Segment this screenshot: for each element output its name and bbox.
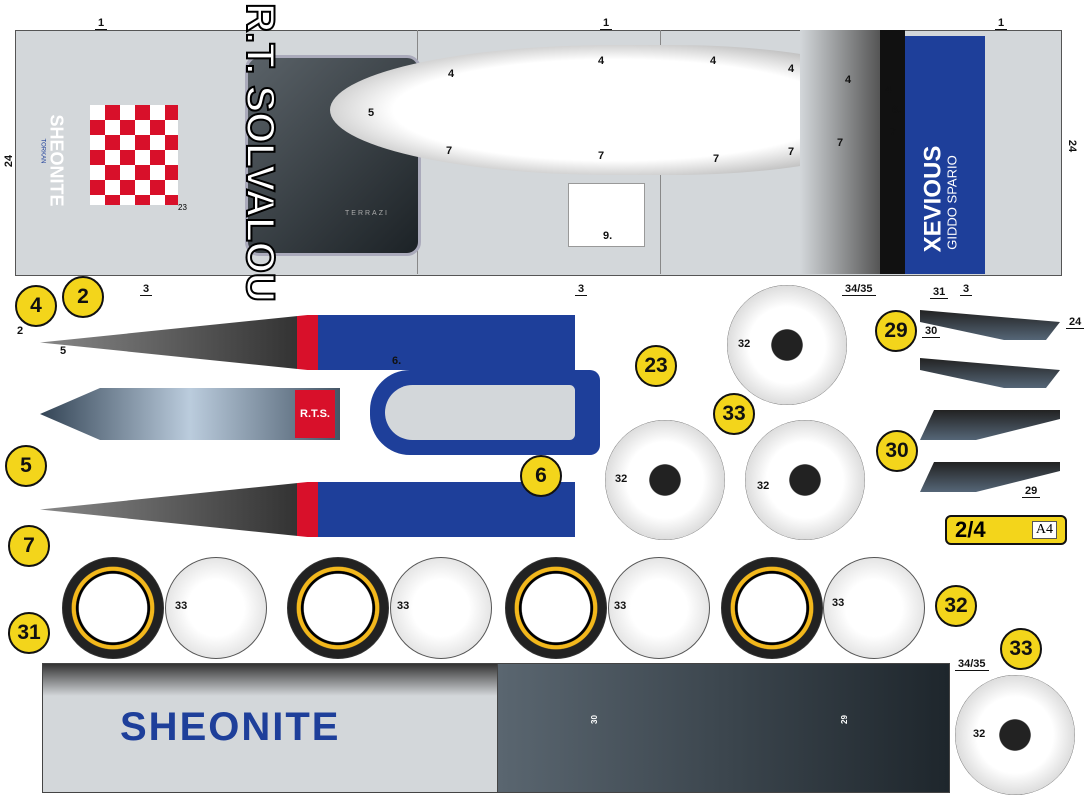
torkan-decal: TORKAN <box>39 138 46 164</box>
arm-label: 24 <box>1066 316 1085 329</box>
body-number: 7 <box>788 146 795 158</box>
tab-label: 30 <box>589 715 599 724</box>
hub-label: 32 <box>757 480 770 492</box>
body-number: 7 <box>890 126 897 138</box>
bottom-wing-panel <box>42 663 499 793</box>
body-number: 6. <box>892 104 902 116</box>
fuselage-side-upper <box>40 315 575 370</box>
arm-label: 29 <box>1022 485 1041 498</box>
nose-top-piece <box>40 388 340 440</box>
wheel <box>727 285 847 405</box>
part-badge: 30 <box>876 430 918 472</box>
part-badge: 5 <box>5 445 47 487</box>
wheel-disc <box>823 557 925 659</box>
disc-label: 33 <box>175 600 188 612</box>
decal-title: R.T. SOLVALOU <box>237 2 283 303</box>
suspension-arm <box>920 410 1060 440</box>
fuselage-label: 2 <box>17 325 24 337</box>
hub-label: 32 <box>615 473 628 485</box>
bottom-wing-dark <box>497 663 950 793</box>
part-label: 3 <box>575 283 588 296</box>
side-title: XEVIOUS <box>919 145 947 253</box>
body-number: 4 <box>845 74 852 86</box>
terrazi-decal: TERRAZI <box>345 210 389 217</box>
paper-size-icon: A4 <box>1031 521 1057 539</box>
part-badge: 33 <box>713 393 755 435</box>
part-badge: 2 <box>62 276 104 318</box>
body-number: 7 <box>837 137 844 149</box>
disc-label: 33 <box>397 600 410 612</box>
tyre <box>721 557 823 659</box>
part-label: 1 <box>95 17 108 30</box>
body-number: 9. <box>603 230 613 242</box>
fuselage-side-lower <box>40 482 575 537</box>
part-label: 24 <box>1066 139 1079 153</box>
part-label: 3 <box>140 283 153 296</box>
wheel-disc <box>608 557 710 659</box>
part-badge: 6 <box>520 455 562 497</box>
body-number: 4 <box>710 55 717 67</box>
decal-box <box>568 183 645 247</box>
part-label: 3 <box>960 283 973 296</box>
disc-label: 33 <box>614 600 627 612</box>
body-number: 4 <box>788 63 795 75</box>
tyre <box>505 557 607 659</box>
tyre <box>62 557 164 659</box>
body-number: 7 <box>598 150 605 162</box>
wheel <box>745 420 865 540</box>
disc-label: 33 <box>832 597 845 609</box>
bottom-logo: SHEONITE <box>120 705 341 749</box>
sponsor-decal: SHEONITE <box>46 114 67 207</box>
side-driver: GIDDO SPARIO <box>944 155 960 250</box>
suspension-arm <box>920 310 1060 340</box>
body-number: 4 <box>885 84 892 96</box>
small-tab-label: 23 <box>178 203 187 212</box>
part-badge: 32 <box>935 585 977 627</box>
suspension-arm <box>920 358 1060 388</box>
blue-band <box>905 36 985 274</box>
part-label: 1 <box>995 17 1008 30</box>
rts-decal: R.T.S. <box>295 390 335 438</box>
part-badge: 29 <box>875 310 917 352</box>
page-indicator: 2/4 A4 <box>945 515 1067 545</box>
arm-label: 31 <box>930 286 949 299</box>
fuselage-label: 5 <box>60 345 67 357</box>
body-number: 7 <box>446 145 453 157</box>
wheel <box>955 675 1075 795</box>
rear-gradient <box>800 30 880 274</box>
wheel-disc <box>165 557 267 659</box>
wheel-disc <box>390 557 492 659</box>
wheel-label: 34/35 <box>955 658 989 671</box>
wheel-label: 34/35 <box>842 283 876 296</box>
page-number: 2/4 <box>955 517 986 542</box>
wheel <box>605 420 725 540</box>
body-number: 5 <box>368 107 375 119</box>
part-label: 24 <box>3 154 16 168</box>
hub-label: 32 <box>973 728 986 740</box>
seat-insert <box>385 385 575 440</box>
tyre <box>287 557 389 659</box>
fuselage-label: 6. <box>392 355 402 367</box>
checker-decal <box>90 105 178 205</box>
part-label: 1 <box>600 17 613 30</box>
part-badge: 23 <box>635 345 677 387</box>
part-badge: 33 <box>1000 628 1042 670</box>
arm-label: 30 <box>922 325 941 338</box>
body-number: 7 <box>713 153 720 165</box>
black-band <box>880 30 905 274</box>
part-badge: 4 <box>15 285 57 327</box>
body-number: 4 <box>448 68 455 80</box>
body-number: 4 <box>598 55 605 67</box>
part-badge: 31 <box>8 612 50 654</box>
tab-label: 29 <box>839 715 849 724</box>
part-badge: 7 <box>8 525 50 567</box>
hub-label: 32 <box>738 338 751 350</box>
